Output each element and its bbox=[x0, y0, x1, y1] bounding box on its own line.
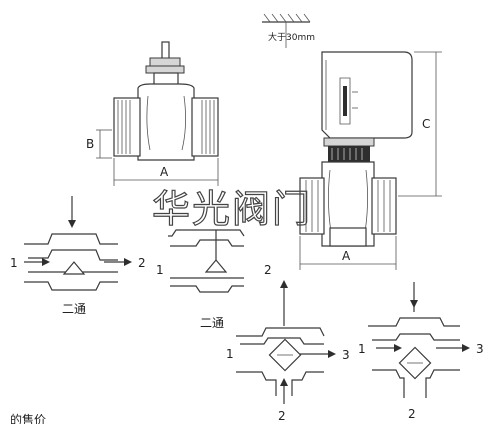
port-1c: 1 bbox=[226, 347, 234, 361]
left-dimension-b: B bbox=[86, 129, 112, 159]
port-2d: 2 bbox=[408, 407, 416, 421]
port-2b: 2 bbox=[264, 263, 272, 277]
left-dimension-a: A bbox=[113, 158, 219, 186]
actuator-housing bbox=[321, 51, 413, 139]
port-3d: 3 bbox=[476, 342, 484, 356]
clearance-label: 大于30mm bbox=[268, 31, 315, 43]
right-dimension-a: A bbox=[299, 236, 397, 270]
watermark-text: 华光阀门 bbox=[152, 187, 312, 231]
actuator-coupling bbox=[323, 137, 375, 162]
port-1d: 1 bbox=[358, 342, 366, 356]
flow-diagram-three-way-2: 1 3 2 bbox=[358, 282, 484, 421]
two-way-caption-1: 二通 bbox=[62, 302, 86, 316]
flow-diagram-three-way-1: 1 3 2 bbox=[226, 280, 350, 423]
port-1a: 1 bbox=[10, 256, 18, 270]
right-dimension-c: C bbox=[398, 51, 442, 197]
label-a-left: A bbox=[160, 165, 169, 179]
bottom-caption: 的售价 bbox=[10, 412, 46, 424]
label-a-right: A bbox=[342, 249, 351, 263]
flow-diagram-two-way-2: 1 2 二通 bbox=[156, 229, 272, 330]
mounting-surface: 大于30mm bbox=[262, 13, 315, 48]
label-b-left: B bbox=[86, 137, 94, 151]
port-3c: 3 bbox=[342, 348, 350, 362]
flow-diagram-two-way-1: 1 2 二通 bbox=[10, 196, 146, 316]
two-way-caption-2: 二通 bbox=[200, 316, 224, 330]
port-2c: 2 bbox=[278, 409, 286, 423]
port-2a: 2 bbox=[138, 256, 146, 270]
left-valve-body bbox=[113, 41, 219, 161]
label-c-right: C bbox=[422, 117, 430, 131]
port-1b: 1 bbox=[156, 263, 164, 277]
right-valve-body bbox=[299, 161, 397, 247]
